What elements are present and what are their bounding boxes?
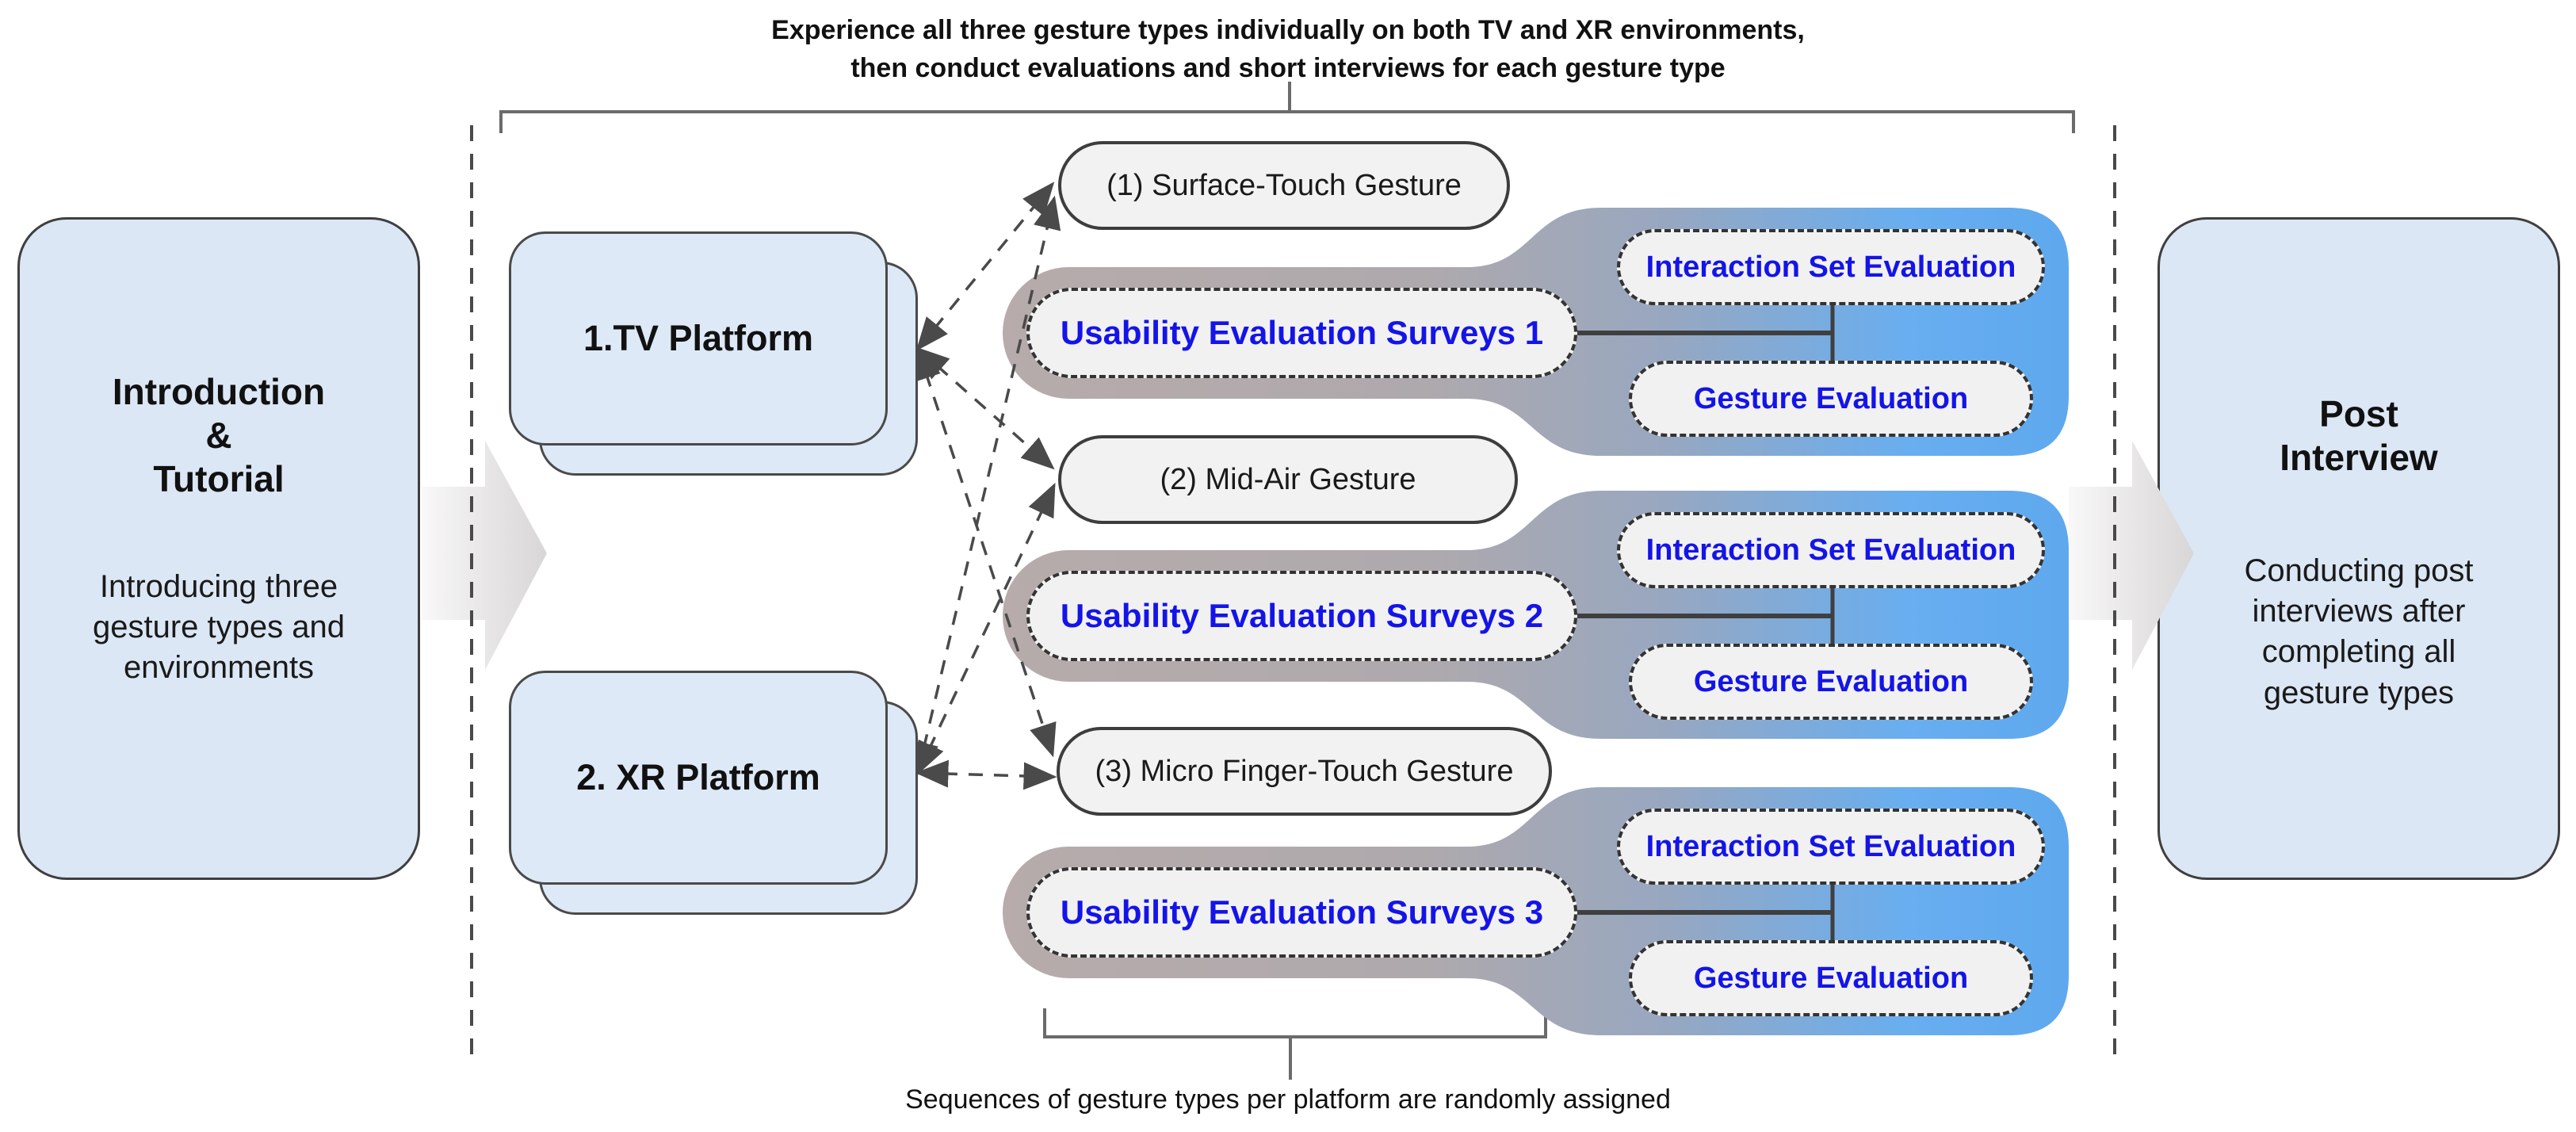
bottom-bracket (1043, 1008, 1547, 1038)
connector-tv-gesture2 (915, 346, 1055, 470)
gesture-pill-3: (3) Micro Finger-Touch Gesture (1057, 727, 1552, 816)
xr-platform-label: 2. XR Platform (576, 757, 820, 797)
usability-surveys-1-label: Usability Evaluation Surveys 1 (1060, 314, 1544, 351)
tv-platform-card: 1.TV Platform (509, 231, 888, 446)
tv-platform-label: 1.TV Platform (583, 318, 814, 358)
intro-title: Introduction & Tutorial (112, 371, 326, 500)
top-bracket (499, 110, 2075, 133)
connector-xr-gesture1 (911, 195, 1061, 776)
gesture-evaluation-2-label: Gesture Evaluation (1693, 664, 1969, 698)
interaction-set-evaluation-pill-1: Interaction Set Evaluation (1617, 229, 2045, 305)
flow-arrow-left (422, 441, 547, 670)
gesture-pill-3-label: (3) Micro Finger-Touch Gesture (1095, 754, 1514, 788)
gesture-evaluation-pill-3: Gesture Evaluation (1629, 940, 2033, 1016)
interaction-set-evaluation-pill-2: Interaction Set Evaluation (1617, 512, 2045, 588)
intro-description: Introducing three gesture types and envi… (93, 569, 345, 686)
gesture-evaluation-pill-2: Gesture Evaluation (1629, 644, 2033, 720)
usability-surveys-3-label: Usability Evaluation Surveys 3 (1060, 893, 1544, 931)
connector-xr-gesture3 (915, 759, 1057, 790)
usability-surveys-pill-1: Usability Evaluation Surveys 1 (1026, 288, 1577, 378)
gesture-evaluation-3-label: Gesture Evaluation (1693, 961, 1969, 995)
usability-surveys-pill-2: Usability Evaluation Surveys 2 (1026, 571, 1577, 661)
bottom-annotation: Sequences of gesture types per platform … (905, 1084, 1671, 1115)
interaction-set-evaluation-1-label: Interaction Set Evaluation (1645, 250, 2016, 284)
interaction-set-evaluation-2-label: Interaction Set Evaluation (1645, 533, 2016, 567)
intro-tutorial-box: Introduction & Tutorial Introducing thre… (17, 217, 420, 880)
gesture-pill-1-label: (1) Surface-Touch Gesture (1106, 168, 1462, 202)
usability-surveys-2-label: Usability Evaluation Surveys 2 (1060, 597, 1544, 634)
gesture-pill-2-label: (2) Mid-Air Gesture (1160, 462, 1416, 496)
post-interview-description: Conducting post interviews after complet… (2244, 553, 2474, 710)
post-interview-title: Post Interview (2280, 393, 2438, 479)
post-interview-box: Post Interview Conducting post interview… (2157, 217, 2560, 880)
interaction-set-evaluation-3-label: Interaction Set Evaluation (1645, 829, 2016, 863)
top-annotation: Experience all three gesture types indiv… (771, 15, 1805, 84)
interaction-set-evaluation-pill-3: Interaction Set Evaluation (1617, 809, 2045, 885)
connector-tv-gesture3 (914, 346, 1057, 758)
gesture-evaluation-pill-1: Gesture Evaluation (1629, 361, 2033, 437)
xr-platform-card: 2. XR Platform (509, 671, 888, 885)
gesture-pill-1: (1) Surface-Touch Gesture (1058, 141, 1510, 230)
gesture-evaluation-1-label: Gesture Evaluation (1693, 381, 1969, 415)
gesture-pill-2: (2) Mid-Air Gesture (1058, 435, 1518, 524)
usability-surveys-pill-3: Usability Evaluation Surveys 3 (1026, 867, 1577, 958)
